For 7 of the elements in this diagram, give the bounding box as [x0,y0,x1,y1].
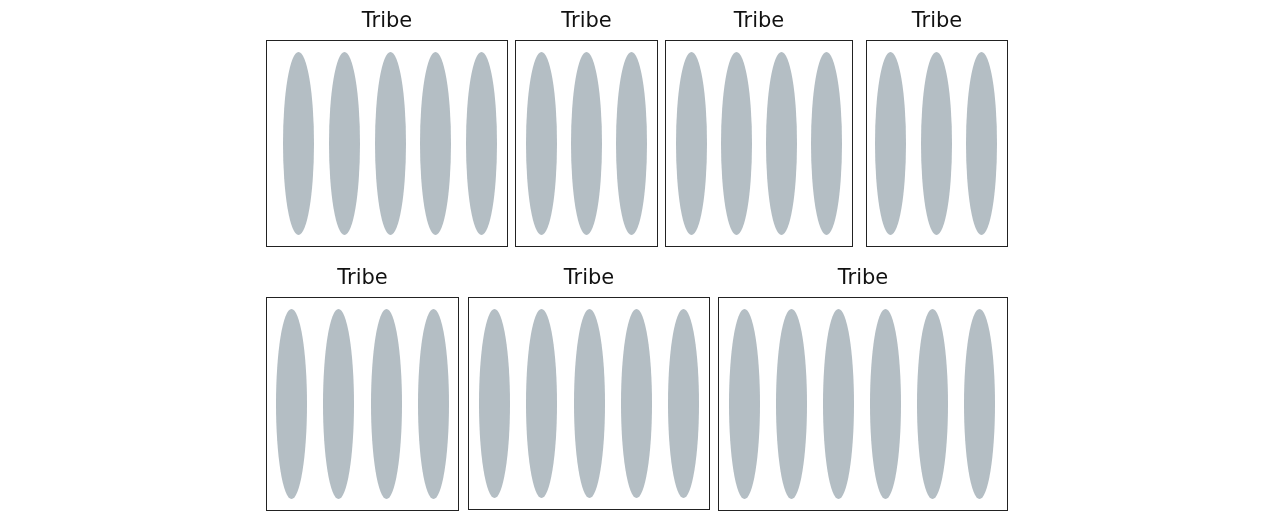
tribe-title: Tribe [561,7,612,33]
tribe-title: Tribe [361,7,413,33]
tribe-title: Tribe [733,7,785,33]
tribe-title: Tribe [911,7,963,33]
tribe-title: Tribe [337,264,388,290]
tribe-title: Tribe [837,264,889,290]
tribe-title: Tribe [563,264,615,290]
